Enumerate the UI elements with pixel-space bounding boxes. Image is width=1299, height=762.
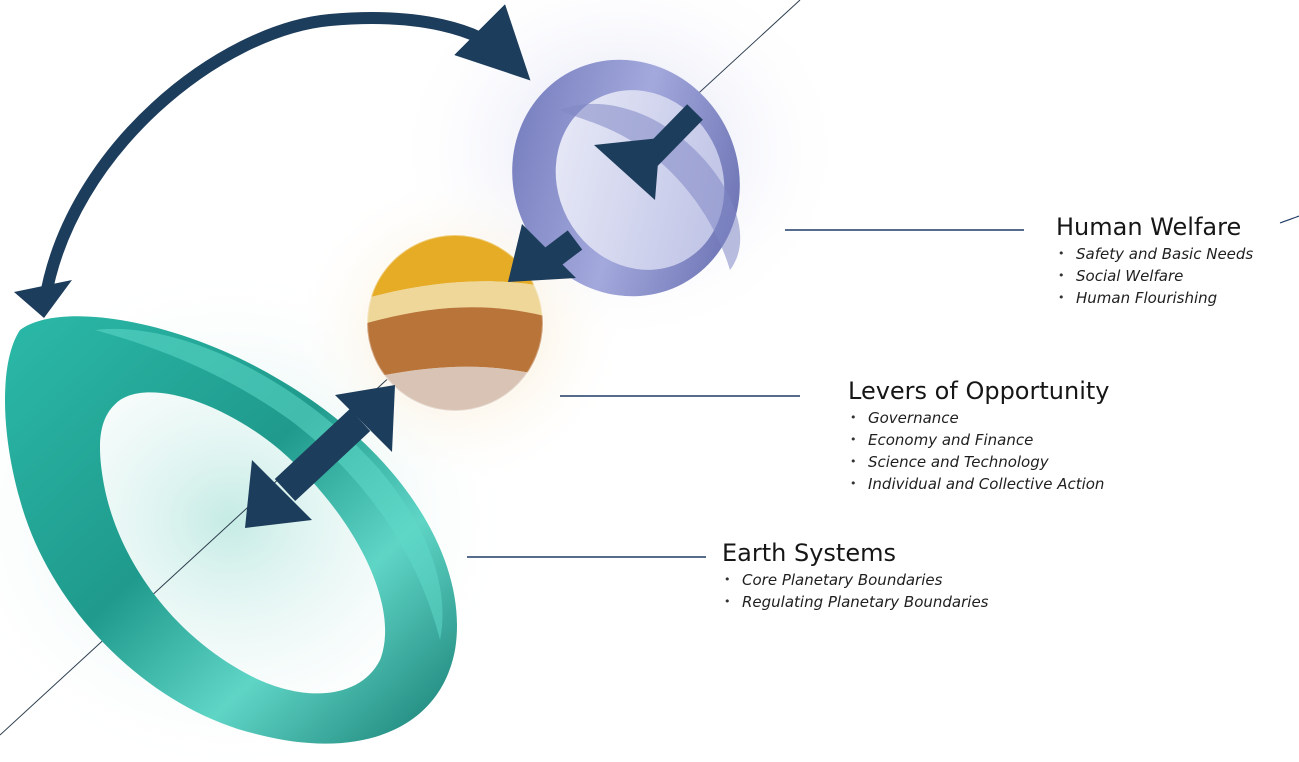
list-item: Economy and Finance — [848, 429, 1109, 451]
cycle-arrow-left-head — [14, 280, 72, 318]
levers-title: Levers of Opportunity — [848, 377, 1110, 405]
bidirectional-arrow-earth — [274, 409, 371, 501]
human-welfare-title: Human Welfare — [1056, 213, 1242, 241]
earth-systems-section: Earth Systems Core Planetary Boundaries … — [722, 540, 988, 613]
list-item: Regulating Planetary Boundaries — [722, 591, 988, 613]
connector-human-welfare-tick — [1279, 215, 1299, 224]
earth-systems-list: Core Planetary Boundaries Regulating Pla… — [722, 569, 988, 613]
earth-systems-ring — [5, 316, 458, 744]
arrow-human-to-sphere-head — [508, 224, 576, 282]
list-item: Core Planetary Boundaries — [722, 569, 988, 591]
list-item: Governance — [848, 407, 1109, 429]
levers-section: Levers of Opportunity Governance Economy… — [848, 378, 1109, 495]
bidirectional-arrow-head-down — [245, 460, 312, 528]
human-welfare-list: Safety and Basic Needs Social Welfare Hu… — [1056, 243, 1253, 309]
list-item: Science and Technology — [848, 451, 1109, 473]
inward-arrow-human-head — [594, 138, 660, 200]
cycle-arrow-top — [39, 4, 531, 301]
list-item: Human Flourishing — [1056, 287, 1253, 309]
list-item: Social Welfare — [1056, 265, 1253, 287]
levers-list: Governance Economy and Finance Science a… — [848, 407, 1109, 495]
list-item: Individual and Collective Action — [848, 473, 1109, 495]
bidirectional-arrow-head-up — [335, 385, 395, 452]
earth-systems-title: Earth Systems — [722, 539, 896, 567]
human-welfare-section: Human Welfare Safety and Basic Needs Soc… — [1056, 214, 1253, 309]
list-item: Safety and Basic Needs — [1056, 243, 1253, 265]
